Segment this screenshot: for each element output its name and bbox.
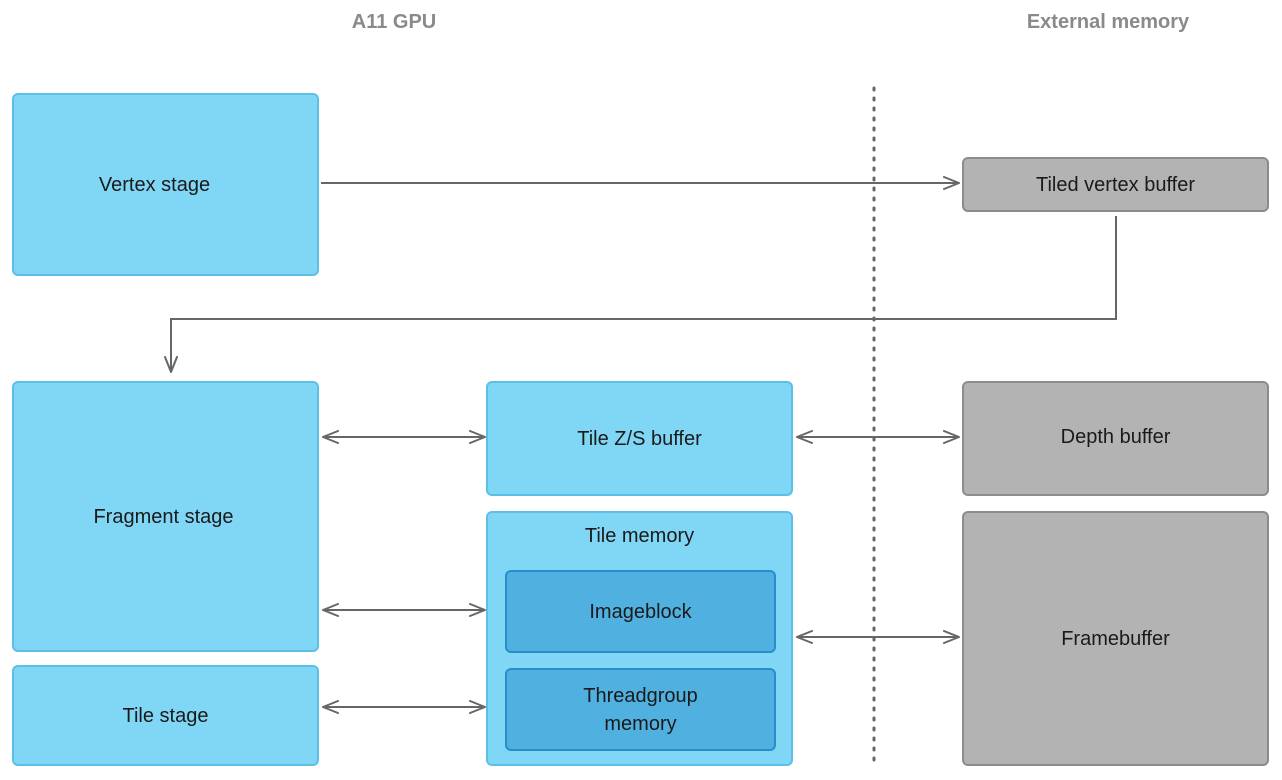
imageblock-label: Imageblock xyxy=(589,600,692,623)
threadgroup-memory-label-line2: memory xyxy=(604,712,677,735)
depth-buffer-box: Depth buffer xyxy=(962,381,1269,496)
tile-memory-box: Tile memory Imageblock Threadgroup memor… xyxy=(486,511,793,766)
imageblock-box: Imageblock xyxy=(505,570,776,653)
gpu-column-heading: A11 GPU xyxy=(351,11,437,33)
tile-zs-buffer-label: Tile Z/S buffer xyxy=(577,427,702,450)
fragment-stage-label: Fragment stage xyxy=(93,505,234,528)
framebuffer-label: Framebuffer xyxy=(1061,627,1170,650)
vertex-stage-box: Vertex stage xyxy=(12,93,319,276)
tile-zs-buffer-box: Tile Z/S buffer xyxy=(486,381,793,496)
tiled-vertex-buffer-box: Tiled vertex buffer xyxy=(962,157,1269,212)
threadgroup-memory-label-line1: Threadgroup xyxy=(583,684,698,707)
depth-buffer-label: Depth buffer xyxy=(1060,425,1171,448)
external-memory-column-heading: External memory xyxy=(1026,11,1190,33)
vertex-stage-label: Vertex stage xyxy=(98,173,211,196)
tiled-vertex-buffer-label: Tiled vertex buffer xyxy=(1036,173,1195,196)
tile-stage-box: Tile stage xyxy=(12,665,319,766)
tile-memory-label: Tile memory xyxy=(584,525,695,547)
arrow-tiled-vertex-buffer-to-fragment xyxy=(164,216,1117,373)
tile-stage-label: Tile stage xyxy=(122,704,209,727)
threadgroup-memory-box: Threadgroup memory xyxy=(505,668,776,751)
framebuffer-box: Framebuffer xyxy=(962,511,1269,766)
fragment-stage-box: Fragment stage xyxy=(12,381,319,652)
